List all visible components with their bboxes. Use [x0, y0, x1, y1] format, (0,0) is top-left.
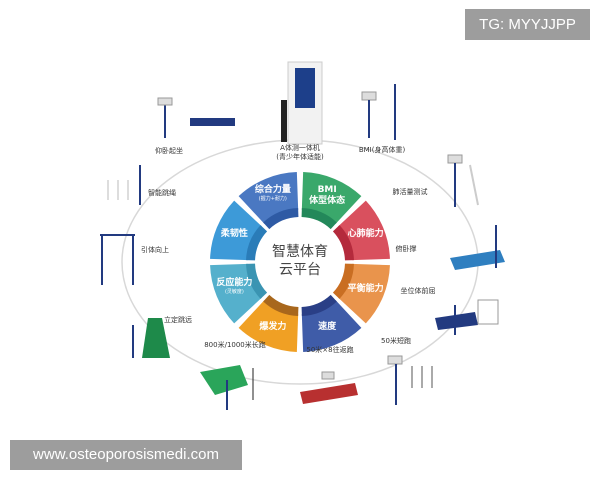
segment-inner-band: [301, 294, 337, 316]
station-label: 坐位体前屈: [400, 287, 436, 295]
station-label2: (青少年体适能): [276, 153, 324, 161]
station-label: 立定跳远: [164, 316, 192, 324]
station-label: 50米×8往返跑: [306, 346, 354, 354]
station-label: 智能跳绳: [117, 189, 207, 198]
station-label: 俯卧撑: [361, 245, 451, 254]
station-label: 800米/1000米长跑: [190, 341, 280, 350]
station-label: 智能跳绳: [148, 189, 176, 197]
segment-label: 柔韧性: [204, 229, 264, 240]
station-label: 50米短跑: [351, 337, 441, 346]
station-device-4: [435, 299, 499, 335]
segment-inner-band: [301, 208, 337, 230]
station-label: A体测一体机(青少年体适能): [255, 144, 345, 162]
station-label: 800米/1000米长跑: [204, 341, 266, 349]
watermark-top: TG: MYYJJPP: [465, 9, 590, 40]
segment-sub: (握力+耐力): [258, 196, 287, 203]
segment-title: 柔韧性: [220, 229, 248, 240]
station-device-10: [107, 165, 141, 205]
segment-inner-band: [332, 263, 354, 299]
segment-label: 综合力量(握力+耐力): [243, 185, 303, 203]
segment-2: [332, 263, 390, 324]
station-device-3: [450, 225, 505, 270]
station-label: BMI(身高体重): [337, 146, 427, 155]
station-label: 引体向上: [110, 246, 200, 255]
segment-title: 反应能力: [216, 278, 253, 289]
segment-0: [301, 172, 362, 230]
station-device-0: [281, 61, 323, 145]
segment-inner-band: [263, 294, 299, 316]
segment-label: 爆发力: [243, 322, 303, 333]
center-hub: [256, 218, 344, 306]
station-device-1: [361, 84, 396, 140]
segment-6: [210, 200, 268, 261]
segment-3: [301, 294, 362, 352]
segment-title: 爆发力: [259, 322, 287, 333]
segment-inner-band: [246, 225, 268, 261]
segment-4: [238, 294, 299, 352]
station-label: 50米×8往返跑: [285, 346, 375, 355]
segment-title: 平衡能力: [347, 283, 384, 294]
station-device-2: [447, 154, 479, 207]
segment-title: BMI: [317, 185, 337, 196]
segment-sub: (灵敏度): [224, 289, 244, 296]
station-label: 仰卧起坐: [155, 147, 183, 155]
segment-1: [332, 200, 390, 261]
station-label: 立定跳远: [133, 316, 223, 325]
station-device-7: [200, 365, 254, 410]
station-label: 俯卧撑: [395, 245, 417, 253]
station-label: A体测一体机: [280, 144, 320, 152]
center-title-line1: 智慧体育: [272, 244, 328, 260]
station-label: 肺活量测试: [365, 188, 455, 197]
station-device-11: [157, 97, 235, 138]
segment-title: 速度: [318, 322, 337, 333]
segment-label: 心肺能力: [336, 229, 396, 240]
station-device-6: [300, 371, 358, 404]
station-label: 坐位体前屈: [373, 287, 463, 296]
station-label: 肺活量测试: [392, 188, 428, 196]
watermark-bottom: www.osteoporosismedi.com: [10, 440, 242, 470]
segment-label: 反应能力(灵敏度): [204, 278, 264, 296]
center-title-line2: 云平台: [279, 262, 321, 278]
station-label: 仰卧起坐: [124, 147, 214, 156]
segment-label: 平衡能力: [336, 284, 396, 295]
station-device-9: [100, 234, 135, 285]
segment-title: 心肺能力: [347, 229, 384, 240]
segment-inner-band: [332, 225, 354, 261]
station-device-5: [387, 355, 433, 405]
segment-inner-band: [246, 263, 268, 299]
station-label: 50米短跑: [381, 337, 411, 345]
station-label: 引体向上: [141, 246, 169, 254]
station-device-8: [132, 318, 170, 358]
segment-7: [238, 172, 299, 230]
segment-label: 速度: [297, 322, 357, 333]
segment-title: 综合力量: [254, 185, 291, 196]
station-label: BMI(身高体重): [358, 146, 406, 154]
segment-5: [210, 263, 268, 324]
segment-inner-band: [263, 208, 299, 230]
segment-title2: 体型体态: [309, 196, 346, 207]
